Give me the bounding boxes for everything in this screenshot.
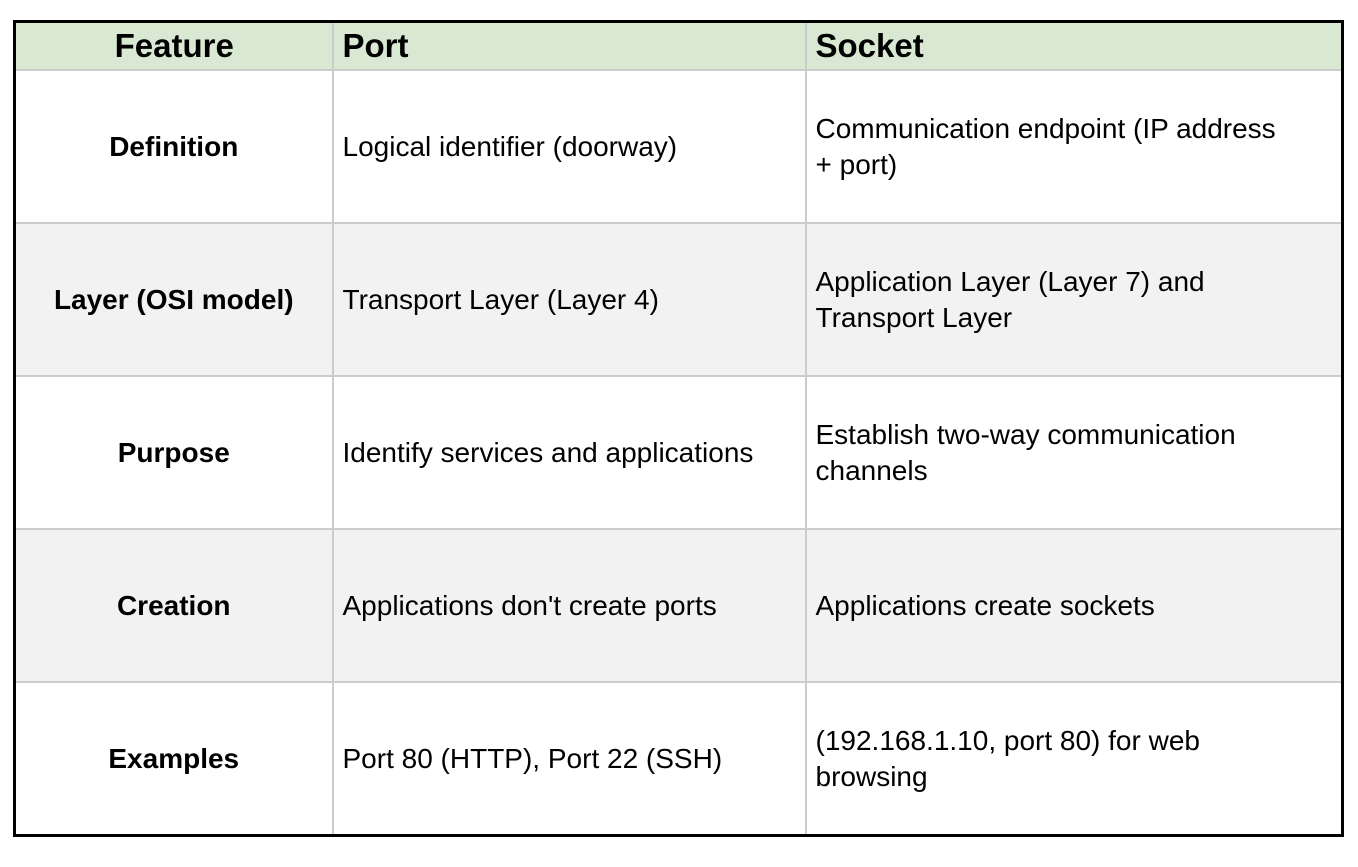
column-header-socket: Socket bbox=[804, 20, 1344, 71]
column-header-port: Port bbox=[331, 20, 807, 71]
table-row-purpose: Purpose Identify services and applicatio… bbox=[13, 375, 1344, 530]
socket-cell: (192.168.1.10, port 80) for web browsing bbox=[804, 681, 1344, 837]
port-cell: Logical identifier (doorway) bbox=[331, 69, 807, 224]
table-row-layer: Layer (OSI model) Transport Layer (Layer… bbox=[13, 222, 1344, 377]
feature-cell: Definition bbox=[13, 69, 334, 224]
socket-cell: Establish two-way communication channels bbox=[804, 375, 1344, 530]
feature-cell: Creation bbox=[13, 528, 334, 683]
socket-cell: Communication endpoint (IP address + por… bbox=[804, 69, 1344, 224]
table-row-examples: Examples Port 80 (HTTP), Port 22 (SSH) (… bbox=[13, 681, 1344, 837]
table-row-creation: Creation Applications don't create ports… bbox=[13, 528, 1344, 683]
port-cell: Applications don't create ports bbox=[331, 528, 807, 683]
port-cell: Transport Layer (Layer 4) bbox=[331, 222, 807, 377]
socket-cell: Application Layer (Layer 7) and Transpor… bbox=[804, 222, 1344, 377]
port-cell: Identify services and applications bbox=[331, 375, 807, 530]
table-row-definition: Definition Logical identifier (doorway) … bbox=[13, 69, 1344, 224]
feature-cell: Examples bbox=[13, 681, 334, 837]
socket-cell: Applications create sockets bbox=[804, 528, 1344, 683]
header-row: Feature Port Socket bbox=[13, 20, 1344, 71]
feature-cell: Purpose bbox=[13, 375, 334, 530]
port-vs-socket-comparison-table: Feature Port Socket Definition Logical i… bbox=[13, 20, 1344, 837]
column-header-feature: Feature bbox=[13, 20, 334, 71]
port-cell: Port 80 (HTTP), Port 22 (SSH) bbox=[331, 681, 807, 837]
feature-cell: Layer (OSI model) bbox=[13, 222, 334, 377]
